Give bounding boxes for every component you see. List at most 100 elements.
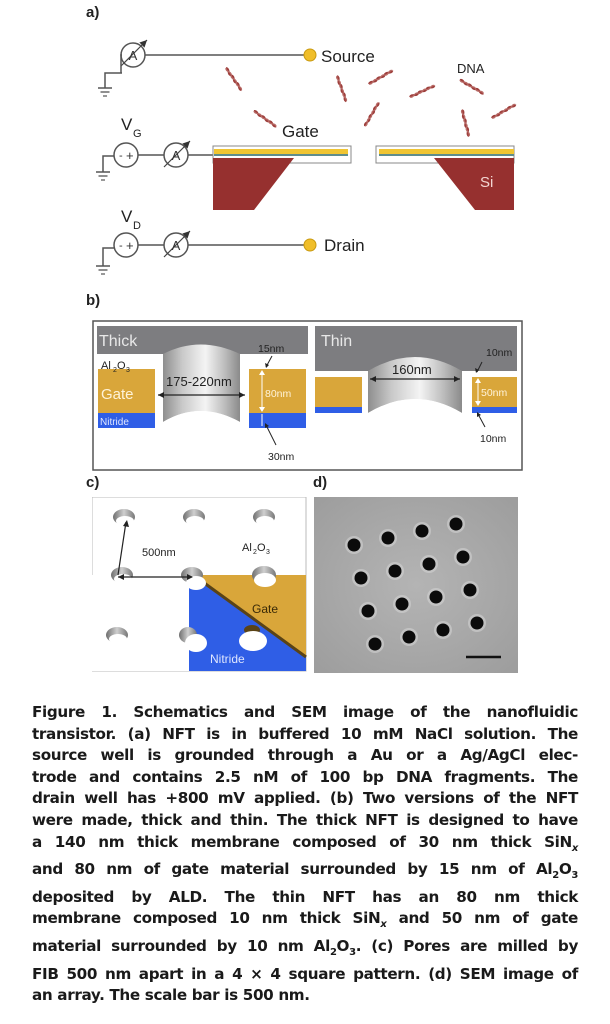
gate-region-label: Gate xyxy=(252,602,278,616)
caption-line: a 140 nm thick membrane composed of 30 n… xyxy=(32,832,578,854)
caption-line: and 80 nm of gate material surrounded by… xyxy=(32,860,578,882)
sem-pore xyxy=(470,616,484,630)
drain-electrode-icon xyxy=(303,238,317,252)
spacing-label: 500nm xyxy=(142,547,176,559)
caption-line: deposited by ALD. The thin NFT has an 80… xyxy=(32,887,578,906)
caption-line: FIB 500 nm apart in a 4 × 4 square patte… xyxy=(32,964,578,983)
sem-pore xyxy=(354,571,368,585)
panel-c-label: c) xyxy=(86,474,100,491)
thick-nft-cross-section: Thick Al 2 O 3 Gate Nitride 175-220nm 15… xyxy=(97,326,308,463)
caption-line: Figure 1. Schematics and SEM image of th… xyxy=(32,703,578,721)
pore-icon xyxy=(253,509,275,526)
dna-fragments xyxy=(224,66,517,138)
gate-circuit: V G - + A xyxy=(96,115,214,181)
sem-pore xyxy=(449,517,463,531)
svg-text:+: + xyxy=(126,148,134,163)
svg-text:2: 2 xyxy=(113,367,117,374)
dna-icon xyxy=(408,83,436,99)
sem-pore xyxy=(422,557,436,571)
si-label: Si xyxy=(480,174,493,191)
sem-pore xyxy=(456,550,470,564)
ground-icon xyxy=(96,265,110,275)
sem-pore xyxy=(368,637,382,651)
thick-gate-thickness: 80nm xyxy=(265,388,292,400)
thick-oxide-label: 15nm xyxy=(258,343,285,355)
source-circuit: A Source xyxy=(98,39,375,97)
svg-text:3: 3 xyxy=(266,549,270,556)
pore-holes xyxy=(106,509,276,652)
svg-text:V: V xyxy=(121,207,133,226)
sem-pore xyxy=(436,623,450,637)
pore-icon xyxy=(113,509,135,526)
ammeter-icon: A xyxy=(163,230,191,258)
caption-line: membrane composed 10 nm thick SiNx and 5… xyxy=(32,909,578,931)
thin-nft-cross-section: Thin 160nm 10nm 50nm 10nm xyxy=(315,326,517,445)
thin-oxide-label: 10nm xyxy=(486,347,513,359)
svg-text:D: D xyxy=(133,220,141,232)
thick-title: Thick xyxy=(99,333,138,350)
dna-icon xyxy=(367,68,394,86)
sem-pore xyxy=(402,630,416,644)
dna-label: DNA xyxy=(457,61,485,76)
dna-icon xyxy=(458,78,485,96)
sem-pore xyxy=(361,604,375,618)
panel-a-schematic: A Source DNA V G - + xyxy=(96,39,517,275)
caption-line: source well is grounded through a Au or … xyxy=(32,746,578,765)
source-electrode-icon xyxy=(303,48,317,62)
nitride-layer-label: Nitride xyxy=(100,417,129,428)
sem-pore xyxy=(415,524,429,538)
sem-pore xyxy=(347,538,361,552)
panel-d-label: d) xyxy=(313,474,328,491)
sem-pores xyxy=(345,515,486,653)
sem-pore xyxy=(429,590,443,604)
thin-nitride-thickness: 10nm xyxy=(480,433,507,445)
thin-gate-thickness: 50nm xyxy=(481,387,508,399)
ground-icon xyxy=(96,171,110,181)
pore-icon xyxy=(181,567,206,590)
svg-text:A: A xyxy=(172,238,181,253)
svg-text:A: A xyxy=(129,48,138,63)
voltage-source-icon: - + xyxy=(113,232,139,258)
pore-icon xyxy=(239,625,267,651)
pore-icon xyxy=(179,627,207,652)
panel-b-label: b) xyxy=(86,292,101,309)
panel-a-label: a) xyxy=(86,4,100,21)
svg-text:3: 3 xyxy=(126,367,130,374)
caption-line: drain well has +800 mV applied. (b) Two … xyxy=(32,789,578,808)
pore-icon xyxy=(183,509,205,526)
drain-circuit: V D - + A Drain xyxy=(96,207,365,275)
thin-title: Thin xyxy=(321,333,352,350)
svg-text:2: 2 xyxy=(253,549,257,556)
drain-label: Drain xyxy=(324,236,365,255)
pore-icon xyxy=(106,627,128,644)
dna-icon xyxy=(335,74,349,103)
ammeter-icon: A xyxy=(120,39,148,68)
caption-line: an array. The scale bar is 500 nm. xyxy=(32,986,310,1005)
sem-pore xyxy=(381,531,395,545)
source-label: Source xyxy=(321,47,375,66)
ammeter-icon: A xyxy=(163,140,191,168)
svg-text:+: + xyxy=(126,238,134,253)
dna-icon xyxy=(460,108,471,138)
dna-icon xyxy=(224,66,244,92)
svg-text:O: O xyxy=(117,360,126,372)
thick-nitride-thickness: 30nm xyxy=(268,451,295,463)
dna-icon xyxy=(252,109,278,129)
thick-diameter-label: 175-220nm xyxy=(166,374,232,389)
sem-pore xyxy=(388,564,402,578)
dna-icon xyxy=(363,101,381,128)
voltage-source-icon: - + xyxy=(113,142,139,168)
panel-d-sem-image xyxy=(314,497,518,673)
svg-text:A: A xyxy=(172,148,181,163)
caption-line: were made, thick and thin. The thick NFT… xyxy=(32,810,578,829)
ground-icon xyxy=(98,87,112,97)
thin-diameter-label: 160nm xyxy=(392,362,432,377)
dna-icon xyxy=(490,102,517,120)
caption-line: material surrounded by 10 nm Al2O3. (c) … xyxy=(32,937,578,959)
svg-text:O: O xyxy=(257,542,266,554)
panel-c-pore-array-schematic: 500nm Al 2 O 3 Gate Nitride xyxy=(92,497,307,672)
pore-icon xyxy=(252,566,276,587)
svg-text:Al: Al xyxy=(242,542,252,554)
sem-pore xyxy=(463,583,477,597)
membrane-right: Si xyxy=(375,145,515,210)
